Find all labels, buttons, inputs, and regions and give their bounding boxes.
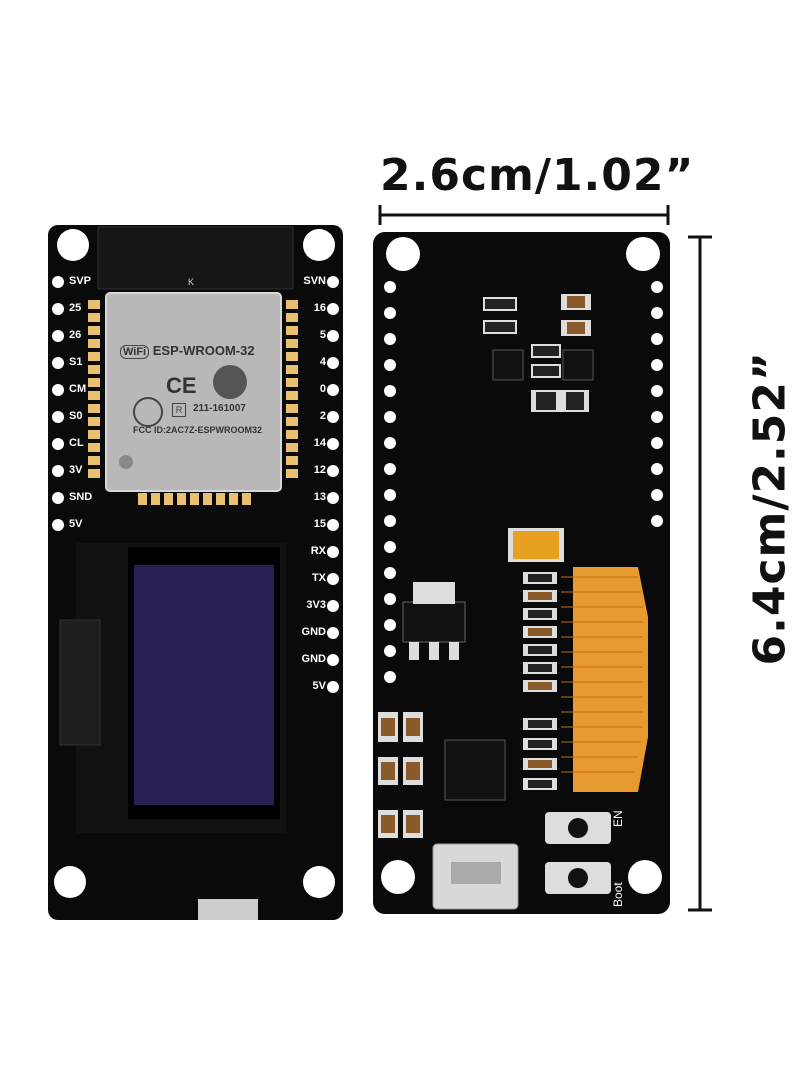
pin-label: SVP xyxy=(69,275,92,287)
oled-flex-connector xyxy=(59,619,101,746)
voltage-regulator xyxy=(402,601,466,643)
cert-mark-icon xyxy=(133,397,163,427)
pin-label: 5V xyxy=(69,518,83,530)
pin-label: GND xyxy=(301,626,326,638)
smd-components-bottom-left xyxy=(378,712,423,838)
pin-label: GND xyxy=(301,653,326,665)
fcc-id: FCC ID:2AC7Z-ESPWROOM32 xyxy=(133,425,263,435)
pin-label: SVN xyxy=(303,275,326,287)
pin-label: S1 xyxy=(69,356,83,368)
pin-label: CL xyxy=(69,437,84,449)
pin-label: 5V xyxy=(312,680,326,692)
en-button-cap[interactable] xyxy=(568,818,588,838)
back-pcb xyxy=(373,232,670,914)
pin-label: 4 xyxy=(319,356,326,368)
pin-label: RX xyxy=(310,545,326,557)
ribbon-traces xyxy=(561,576,643,773)
pin-label: 3V xyxy=(69,464,83,476)
pin-label: 16 xyxy=(313,302,326,314)
module-model: ESP-WROOM-32 xyxy=(152,343,255,358)
en-label: EN xyxy=(611,810,625,827)
pin-label: 26 xyxy=(69,329,82,341)
en-button[interactable] xyxy=(545,812,611,844)
pin-label: 14 xyxy=(313,437,326,449)
cert-number: 211-161007 xyxy=(193,403,246,414)
mounting-hole xyxy=(386,237,420,271)
shield-dot xyxy=(119,455,133,469)
width-dimension-label: 2.6cm/1.02” xyxy=(380,150,695,201)
mounting-hole xyxy=(626,237,660,271)
antenna-marking: K xyxy=(188,277,195,287)
usb-serial-chip xyxy=(444,739,506,801)
module-pads-left xyxy=(88,300,100,478)
pin-label: 25 xyxy=(69,302,82,314)
back-board: EN Boot xyxy=(373,232,670,914)
left-header-holes xyxy=(52,276,64,531)
boot-label: Boot xyxy=(611,882,625,907)
right-header-holes xyxy=(327,276,339,693)
module-shield xyxy=(105,292,282,492)
espressif-logo-icon xyxy=(213,365,247,399)
mounting-hole xyxy=(303,229,335,261)
boot-button[interactable] xyxy=(545,862,611,894)
front-pcb xyxy=(48,225,343,920)
front-board: WiFi ESP-WROOM-32 CE R 211-161007 FCC ID… xyxy=(48,225,343,920)
boot-button-cap[interactable] xyxy=(568,868,588,888)
mounting-hole xyxy=(54,866,86,898)
back-left-header-holes xyxy=(384,281,396,683)
tantalum-capacitor-body xyxy=(513,531,559,559)
pin-label: 5 xyxy=(319,329,326,341)
pin-label: SND xyxy=(69,491,93,503)
pin-label: 2 xyxy=(319,410,326,422)
pin-label: 3V3 xyxy=(306,599,326,611)
micro-usb-opening xyxy=(451,862,501,884)
wifi-logo: WiFi xyxy=(120,345,150,359)
module-pads-bottom xyxy=(138,493,251,505)
pin-label: 13 xyxy=(313,491,326,503)
pin-label: CM xyxy=(69,383,87,395)
mounting-hole xyxy=(57,229,89,261)
module-pads-right xyxy=(286,300,298,478)
passive-column xyxy=(523,572,557,790)
regulator-tab xyxy=(413,582,455,604)
mounting-hole xyxy=(303,866,335,898)
pin-label: 0 xyxy=(319,383,326,395)
pin-label: 12 xyxy=(313,464,326,476)
back-right-header-holes xyxy=(651,281,663,527)
registered-icon: R xyxy=(172,403,186,417)
usb-port-edge xyxy=(198,899,258,920)
ce-mark-icon: CE xyxy=(166,373,197,398)
mounting-hole xyxy=(381,860,415,894)
pin-label: S0 xyxy=(69,410,83,422)
oled-flex-ribbon xyxy=(573,567,648,792)
pin-label: TX xyxy=(311,572,326,584)
antenna-area xyxy=(97,226,294,290)
oled-screen xyxy=(134,565,274,805)
pin-label: 15 xyxy=(313,518,326,530)
mounting-hole xyxy=(628,860,662,894)
smd-components-top xyxy=(483,294,594,412)
